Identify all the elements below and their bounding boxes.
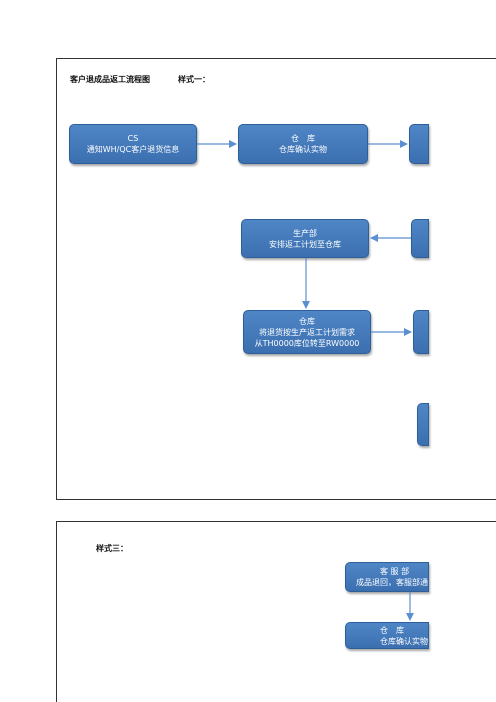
flowchart-panel-style-3 [56, 521, 496, 702]
node-heading: 仓库 [299, 316, 315, 326]
node-text: 通知WH/QC客户退货信息 [86, 145, 180, 154]
style-label-1: 样式一： [178, 75, 210, 84]
cs-notify-node: CS 通知WH/QC客户退货信息 [69, 124, 197, 164]
node-text: 仓库确认实物 [279, 145, 327, 154]
node-text: 安排返工计划至仓库 [269, 239, 341, 249]
node-heading: CS [127, 134, 139, 143]
node-text: 成品退回，客服部通知 [356, 578, 429, 587]
offscreen-node-3 [413, 310, 429, 354]
node-text: 从TH0000库位转至RW0000 [254, 338, 360, 348]
warehouse-confirm-node: 仓 库 仓库确认实物 [238, 124, 368, 164]
offscreen-node-1 [409, 124, 429, 164]
node-text: 将退货按生产返工计划需求 [259, 327, 355, 337]
warehouse-confirm-node-2: 仓 库 仓库确认实物 [345, 622, 429, 649]
node-heading: 仓 库 [380, 625, 404, 635]
node-heading: 仓 库 [291, 134, 315, 143]
flowchart-title: 客户退成品返工流程图 [70, 75, 150, 84]
style-label-3: 样式三： [96, 544, 128, 553]
warehouse-transfer-node: 仓库 将退货按生产返工计划需求 从TH0000库位转至RW0000 [243, 310, 371, 354]
node-heading: 生产部 [293, 228, 317, 238]
node-text: 仓库确认实物 [380, 636, 428, 646]
cs-return-node: 客 服 部 成品退回，客服部通知 [345, 562, 429, 592]
node-heading: 客 服 部 [380, 567, 410, 576]
offscreen-node-2 [411, 219, 429, 258]
production-plan-node: 生产部 安排返工计划至仓库 [241, 219, 369, 258]
offscreen-node-4 [417, 403, 429, 446]
